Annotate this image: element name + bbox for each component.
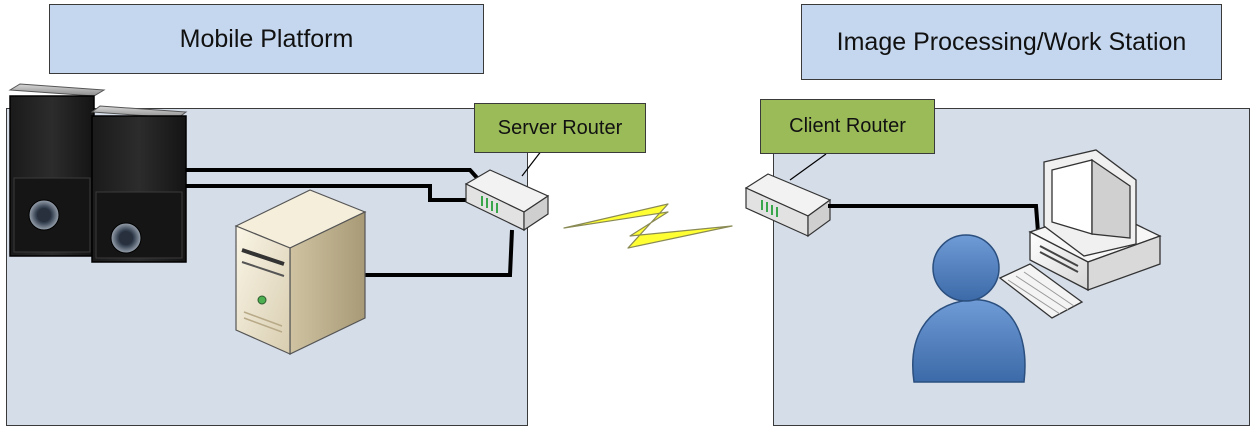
user-icon [912,234,1026,383]
cable-workstation [828,204,1040,233]
server-router-label-text: Server Router [497,116,623,139]
server-tower-icon [234,189,367,355]
client-router-icon [744,153,832,238]
lightning-bolt-icon [563,203,733,249]
workstation-title-text: Image Processing/Work Station [836,27,1187,56]
security-camera-icon [8,83,188,263]
cable-server [365,229,514,277]
server-router-label: Server Router [474,103,646,153]
computer-workstation-icon [998,149,1162,319]
mobile-platform-title-text: Mobile Platform [179,24,354,53]
cable-camera-2 [186,184,470,202]
mobile-platform-title: Mobile Platform [49,4,484,74]
workstation-title: Image Processing/Work Station [801,4,1222,80]
server-router-icon [464,149,550,232]
client-router-label-text: Client Router [789,115,906,137]
client-router-label: Client Router [760,99,935,154]
